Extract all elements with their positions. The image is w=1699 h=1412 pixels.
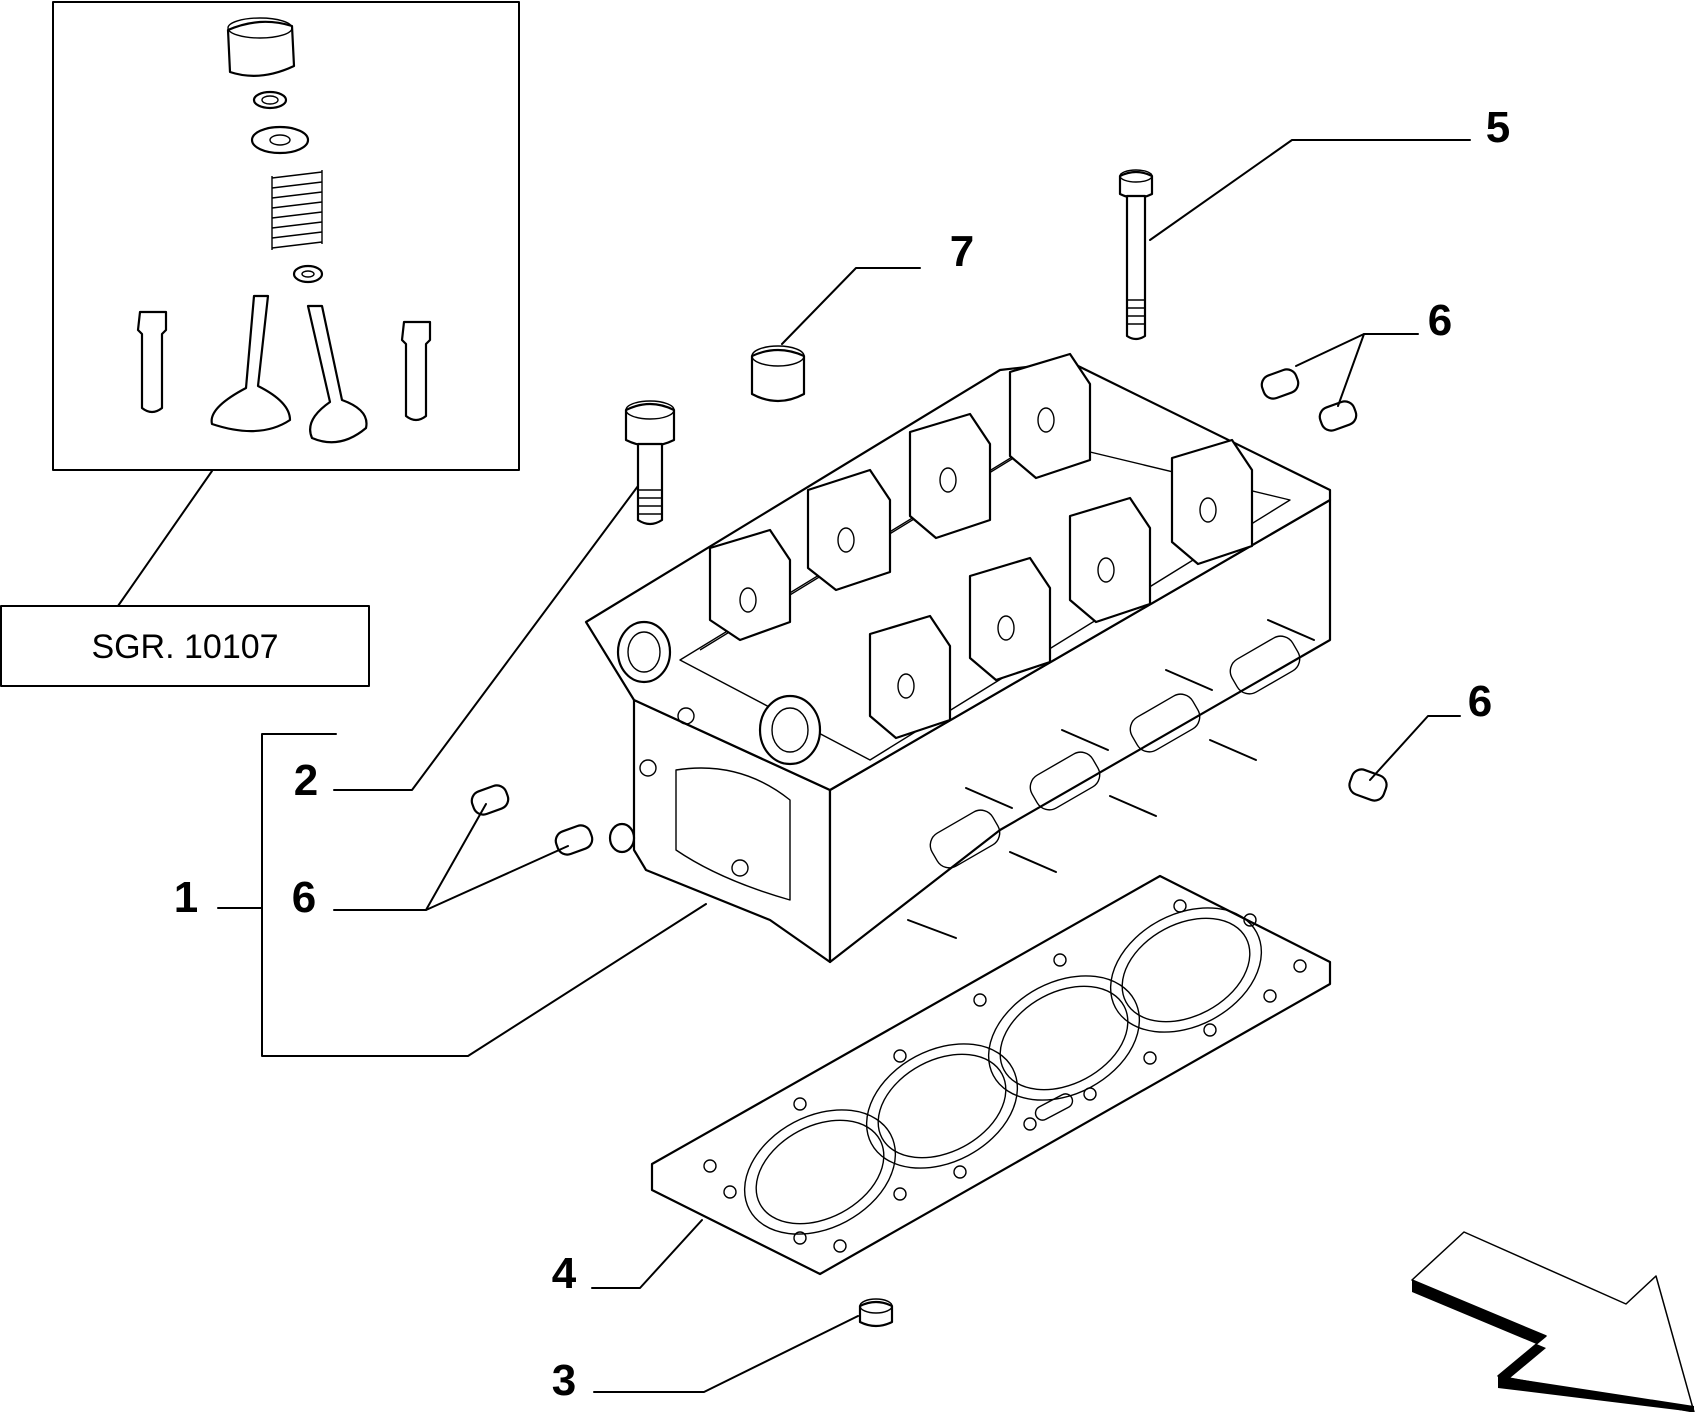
callout-4: 4 [552,1249,577,1298]
cylinder-head-icon [584,352,1332,964]
valve-assembly-icon [136,17,432,444]
callout-2: 2 [294,756,318,805]
callout-6-right: 6 [1468,677,1492,726]
leader-lines [217,139,1471,1393]
callout-6-left: 6 [292,873,316,922]
callout-6-top: 6 [1428,296,1452,345]
callout-3: 3 [552,1356,576,1405]
stud-icon [907,619,1315,939]
valve-assembly-inset [52,1,520,471]
dowel-pins [470,368,1388,856]
reference-label: SGR. 10107 [91,628,278,666]
reference-box[interactable]: SGR. 10107 [0,605,370,687]
bushing-icon [750,345,806,403]
bolt-icon [1118,169,1154,341]
callout-7: 7 [950,227,974,276]
bolt-icon [624,400,676,526]
bushing-icon [858,1298,894,1328]
direction-arrow-icon [1411,1231,1695,1412]
head-gasket-icon [650,874,1332,1276]
callout-5: 5 [1486,103,1510,152]
callout-labels: 1 2 3 4 5 6 6 6 7 [174,103,1510,1405]
callout-1: 1 [174,873,198,922]
